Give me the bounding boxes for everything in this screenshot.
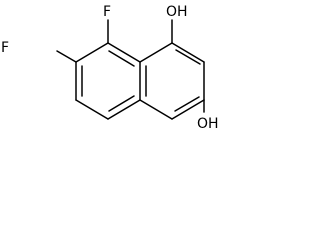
fluorine-label-upper: F <box>103 4 111 20</box>
bond-c8a-c1 <box>139 42 173 63</box>
bond-c8-c8-inner <box>108 50 135 67</box>
right-ring <box>139 42 205 120</box>
bond-c2-c2-inner <box>175 49 201 65</box>
bond-c3-c4 <box>171 99 205 120</box>
bond-c4-c4-inner <box>174 96 200 112</box>
left-ring <box>75 42 141 120</box>
bond-c8a-c8 <box>107 42 141 63</box>
bond-c5-c4a-inner <box>108 95 135 112</box>
hydroxyl-label-upper: OH <box>166 4 188 20</box>
hydroxyl-label-lower: OH <box>197 116 219 132</box>
chemical-structure: F F OH OH <box>1 4 219 132</box>
substituent-bonds <box>56 19 205 113</box>
bond-c8-c7 <box>75 42 109 63</box>
bond-c7-f <box>56 50 77 63</box>
bond-c6-c5 <box>75 99 109 120</box>
bond-c1-c2 <box>171 42 205 63</box>
bond-c4-c4a <box>139 99 173 120</box>
fluorine-label-left: F <box>1 40 9 56</box>
bond-c5-c4a <box>107 99 141 120</box>
